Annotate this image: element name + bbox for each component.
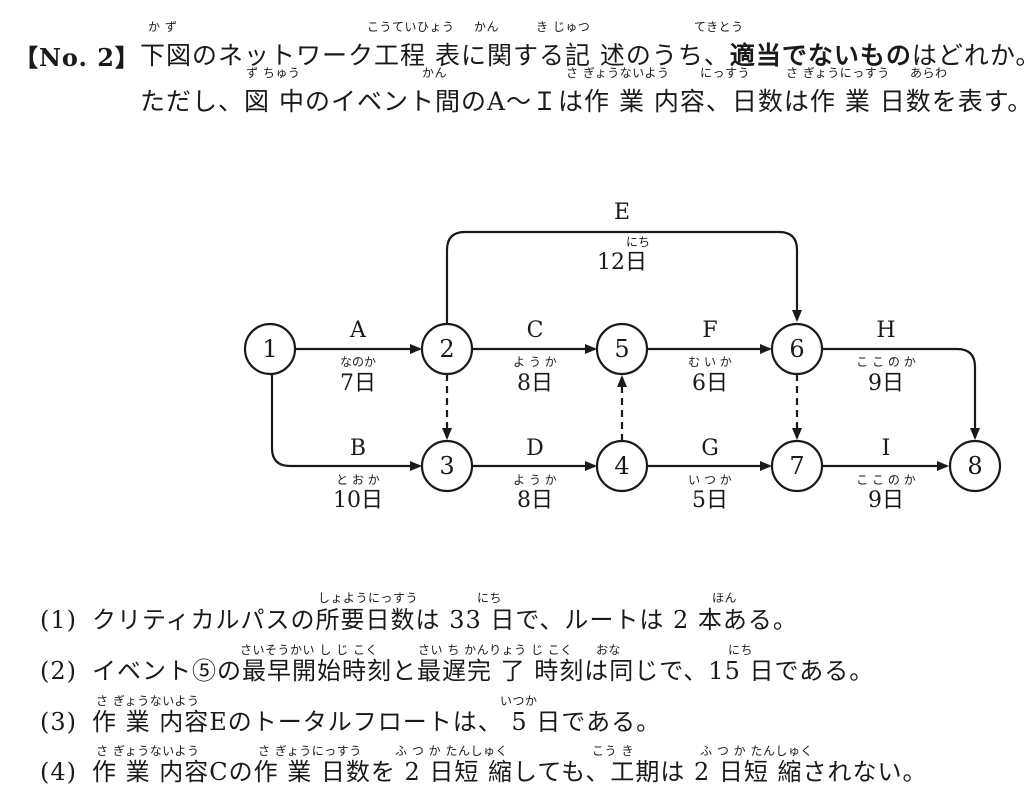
event-node-4: 4 xyxy=(595,439,649,493)
furigana-nissuu: にっすう xyxy=(700,66,751,80)
question-line-2: ただし、図 中のイベント間のA～Ｉは作 業 内容、日数は作 業 日数を表す。 xyxy=(140,87,1024,116)
activity-f-reading: む い か xyxy=(688,355,732,369)
answer-option-3[interactable]: (3) 作 業 内容Eのトータルフロートは、 5 日である。 xyxy=(40,702,661,737)
question-emphasis: 適当でないもの xyxy=(729,41,912,70)
event-node-1: 1 xyxy=(243,322,297,376)
event-node-8: 8 xyxy=(948,439,1002,493)
option-2-text: イベント⑤の最早開始時刻と最遅完 了 時刻は同じで、15 日である。 xyxy=(92,657,875,685)
activity-h-reading: こ こ の か xyxy=(856,355,915,369)
option-1-furigana-nichi: にち xyxy=(477,591,503,605)
furigana-kazu: か ず xyxy=(148,20,178,34)
arrow-e xyxy=(445,230,802,325)
svg-text:6: 6 xyxy=(789,335,804,363)
activity-e-label: E xyxy=(614,200,630,225)
event-node-5: 5 xyxy=(595,322,649,376)
option-1-furigana-shoyou: しょようにっすう xyxy=(318,591,419,605)
event-node-3: 3 xyxy=(420,439,474,493)
option-3-furigana-sagyou: さ ぎょうないよう xyxy=(96,694,200,708)
option-1-text: クリティカルパスの所要日数は 33 日で、ルートは 2 本ある。 xyxy=(92,606,798,634)
option-2-furigana-saichi: さい ち かんりょう じ こく xyxy=(418,643,573,657)
event-node-6: 6 xyxy=(770,322,824,376)
option-3-text: 作 業 内容Eのトータルフロートは、 5 日である。 xyxy=(92,708,662,736)
activity-c-reading: よ う か xyxy=(513,355,557,369)
activity-g-label: G xyxy=(701,436,719,461)
activity-b-reading: と お か xyxy=(336,473,380,487)
activity-f-label: F xyxy=(702,318,717,343)
question-line-1: 下図のネットワーク工程 表に関する記 述のうち、適当でないものはどれか。 xyxy=(140,36,1024,72)
activity-d-label: D xyxy=(526,436,544,461)
arrow-b xyxy=(270,374,422,471)
furigana-kouteihyou: こうていひょう xyxy=(367,20,455,34)
svg-text:4: 4 xyxy=(614,452,629,480)
option-2-number: (2) xyxy=(40,657,77,685)
option-4-number: (4) xyxy=(40,758,77,786)
svg-text:8: 8 xyxy=(967,452,982,480)
answer-option-4[interactable]: (4) 作 業 内容Cの作 業 日数を 2 日短 縮しても、工期は 2 日短 縮さ… xyxy=(40,752,928,787)
activity-c-days: 8日 xyxy=(517,371,553,396)
activity-c-label: C xyxy=(527,318,544,343)
activity-a-days: 7日 xyxy=(340,371,376,396)
activity-i-label: I xyxy=(882,436,891,461)
furigana-kijutsu: き じゅつ xyxy=(536,20,591,34)
option-2-furigana-nichi: にち xyxy=(728,643,754,657)
option-2-furigana-saisou: さいそうかい し じ こく xyxy=(240,643,378,657)
activity-g-reading: い つ か xyxy=(688,473,732,487)
svg-text:2: 2 xyxy=(439,335,454,363)
furigana-kan-2: かん xyxy=(422,66,448,80)
option-1-furigana-hon: ほん xyxy=(712,591,738,605)
svg-text:1: 1 xyxy=(262,335,277,363)
furigana-sagyounissuu: さ ぎょうにっすう xyxy=(786,66,890,80)
activity-a-label: A xyxy=(349,318,367,343)
activity-b-label: B xyxy=(350,436,366,461)
answer-option-2[interactable]: (2) イベント⑤の最早開始時刻と最遅完 了 時刻は同じで、15 日である。 xyxy=(40,651,874,686)
option-4-furigana-sagyou: さ ぎょうないよう xyxy=(96,744,200,758)
svg-text:5: 5 xyxy=(614,335,629,363)
event-node-2: 2 xyxy=(420,322,474,376)
question-number: 【No. 2】 xyxy=(14,43,140,72)
option-4-furigana-futsuka-1: ふ つ か たんしゅく xyxy=(395,744,508,758)
option-3-furigana-itsuka: いつか xyxy=(500,694,538,708)
activity-f-days: 6日 xyxy=(692,371,728,396)
activity-i-days: 9日 xyxy=(868,488,904,513)
furigana-zuchuu: ず ちゅう xyxy=(246,66,301,80)
furigana-kan: かん xyxy=(474,20,500,34)
question-text-pre: 下図のネットワーク工程 表に関する記 述のうち、 xyxy=(140,41,730,70)
answer-option-1[interactable]: (1) クリティカルパスの所要日数は 33 日で、ルートは 2 本ある。 xyxy=(40,600,798,635)
furigana-sagyounaiyou: さ ぎょうないよう xyxy=(566,66,670,80)
option-4-furigana-kouki: こう き xyxy=(592,744,634,758)
furigana-tekitou: てきとう xyxy=(694,20,744,34)
furigana-arawa: あらわ xyxy=(910,66,948,80)
activity-e-days: 12日 xyxy=(597,250,647,275)
option-4-text: 作 業 内容Cの作 業 日数を 2 日短 縮しても、工期は 2 日短 縮されない… xyxy=(92,758,928,786)
activity-i-reading: こ こ の か xyxy=(856,473,915,487)
option-4-furigana-sagyounissuu: さ ぎょうにっすう xyxy=(258,744,362,758)
activity-e-reading: にち xyxy=(626,235,650,249)
event-node-7: 7 xyxy=(770,439,824,493)
activity-a-reading: なのか xyxy=(340,355,376,369)
option-3-number: (3) xyxy=(40,708,77,736)
activity-h-days: 9日 xyxy=(868,371,904,396)
svg-text:3: 3 xyxy=(439,452,454,480)
activity-b-days: 10日 xyxy=(333,488,383,513)
option-2-furigana-ona: おな xyxy=(596,643,622,657)
option-4-furigana-futsuka-2: ふ つ か たんしゅく xyxy=(700,744,813,758)
activity-h-label: H xyxy=(876,318,895,343)
question-text-post: はどれか。 xyxy=(911,41,1024,70)
option-1-number: (1) xyxy=(40,606,77,634)
svg-text:7: 7 xyxy=(789,452,804,480)
activity-d-reading: よ う か xyxy=(513,473,557,487)
activity-g-days: 5日 xyxy=(692,488,728,513)
arrow-h xyxy=(822,347,980,440)
activity-d-days: 8日 xyxy=(517,488,553,513)
